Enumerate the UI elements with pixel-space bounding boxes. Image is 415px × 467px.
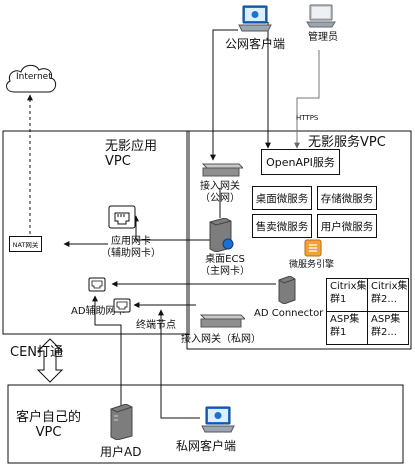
terminal-node-label: 终端节点 — [136, 320, 176, 331]
customer-vpc-title: 客户自己的 VPC — [16, 410, 82, 440]
admin-to-openapi-line — [294, 50, 320, 149]
internet-label: Internet — [16, 72, 52, 82]
ecs-to-app-nic-line — [133, 215, 213, 241]
micro-service-sales: 售卖微服务 — [252, 214, 312, 238]
gateway-public-icon — [199, 160, 245, 180]
micro-service-user: 用户微服务 — [317, 214, 377, 238]
public-client-laptop-icon — [237, 4, 273, 34]
ad-connector-icon — [276, 275, 298, 305]
private-client-label: 私网客户端 — [176, 439, 237, 453]
private-client-laptop-icon — [200, 405, 236, 435]
cen-arrow — [36, 338, 64, 383]
desktop-ecs-label: 桌面ECS （主网卡） — [200, 254, 250, 277]
openapi-service-box: OpenAPI服务 — [261, 149, 340, 175]
app-nic-label: 应用网卡 （辅助网卡） — [101, 236, 161, 259]
public-client-label: 公网客户端 — [225, 37, 286, 51]
ad-aux-nic-label: AD辅助网卡 — [71, 306, 126, 317]
gateway-public-label: 接入网关 （公网） — [200, 181, 240, 204]
wuying-app-vpc-box — [2, 130, 190, 335]
gateway-private-label: 接入网关（私网） — [181, 334, 261, 345]
ad-connector-label: AD Connector — [254, 308, 324, 319]
user-ad-to-ad-nic-line — [92, 295, 122, 410]
internet-cloud-icon — [2, 60, 60, 96]
cen-label: CEN打通 — [10, 345, 64, 360]
customer-vpc-box — [7, 384, 404, 464]
app-nic-icon — [108, 205, 136, 229]
micro-service-desktop: 桌面微服务 — [252, 186, 312, 210]
cluster-asp-1: ASP集 群1 — [326, 311, 368, 345]
cluster-asp-2: ASP集 群2... — [367, 311, 409, 345]
terminal-node-icon — [113, 298, 131, 313]
private-client-to-terminal-line — [158, 309, 200, 419]
desktop-ecs-icon — [207, 217, 235, 253]
user-ad-label: 用户AD — [100, 445, 142, 459]
public-client-to-gw-line — [210, 29, 238, 161]
cluster-citrix-2: Citrix集 群2... — [367, 278, 409, 312]
gateway-private-icon — [197, 312, 247, 330]
nat-gateway-box: NAT网关 — [9, 236, 42, 252]
nat-gateway-label: NAT网关 — [12, 241, 39, 249]
micro-service-engine-icon — [304, 239, 322, 257]
micro-service-storage: 存储微服务 — [317, 186, 377, 210]
cluster-citrix-1: Citrix集 群1 — [326, 278, 368, 312]
openapi-label: OpenAPI服务 — [266, 156, 335, 169]
admin-label: 管理员 — [308, 32, 338, 43]
wuying-app-vpc-title: 无影应用 VPC — [105, 139, 158, 169]
admin-laptop-icon — [305, 3, 337, 29]
ad-aux-nic-icon — [88, 277, 106, 292]
https-label: HTTPS — [296, 114, 319, 122]
user-ad-icon — [108, 403, 136, 441]
micro-service-engine-label: 微服务引擎 — [289, 260, 335, 270]
wuying-service-vpc-title: 无影服务VPC — [308, 135, 386, 150]
